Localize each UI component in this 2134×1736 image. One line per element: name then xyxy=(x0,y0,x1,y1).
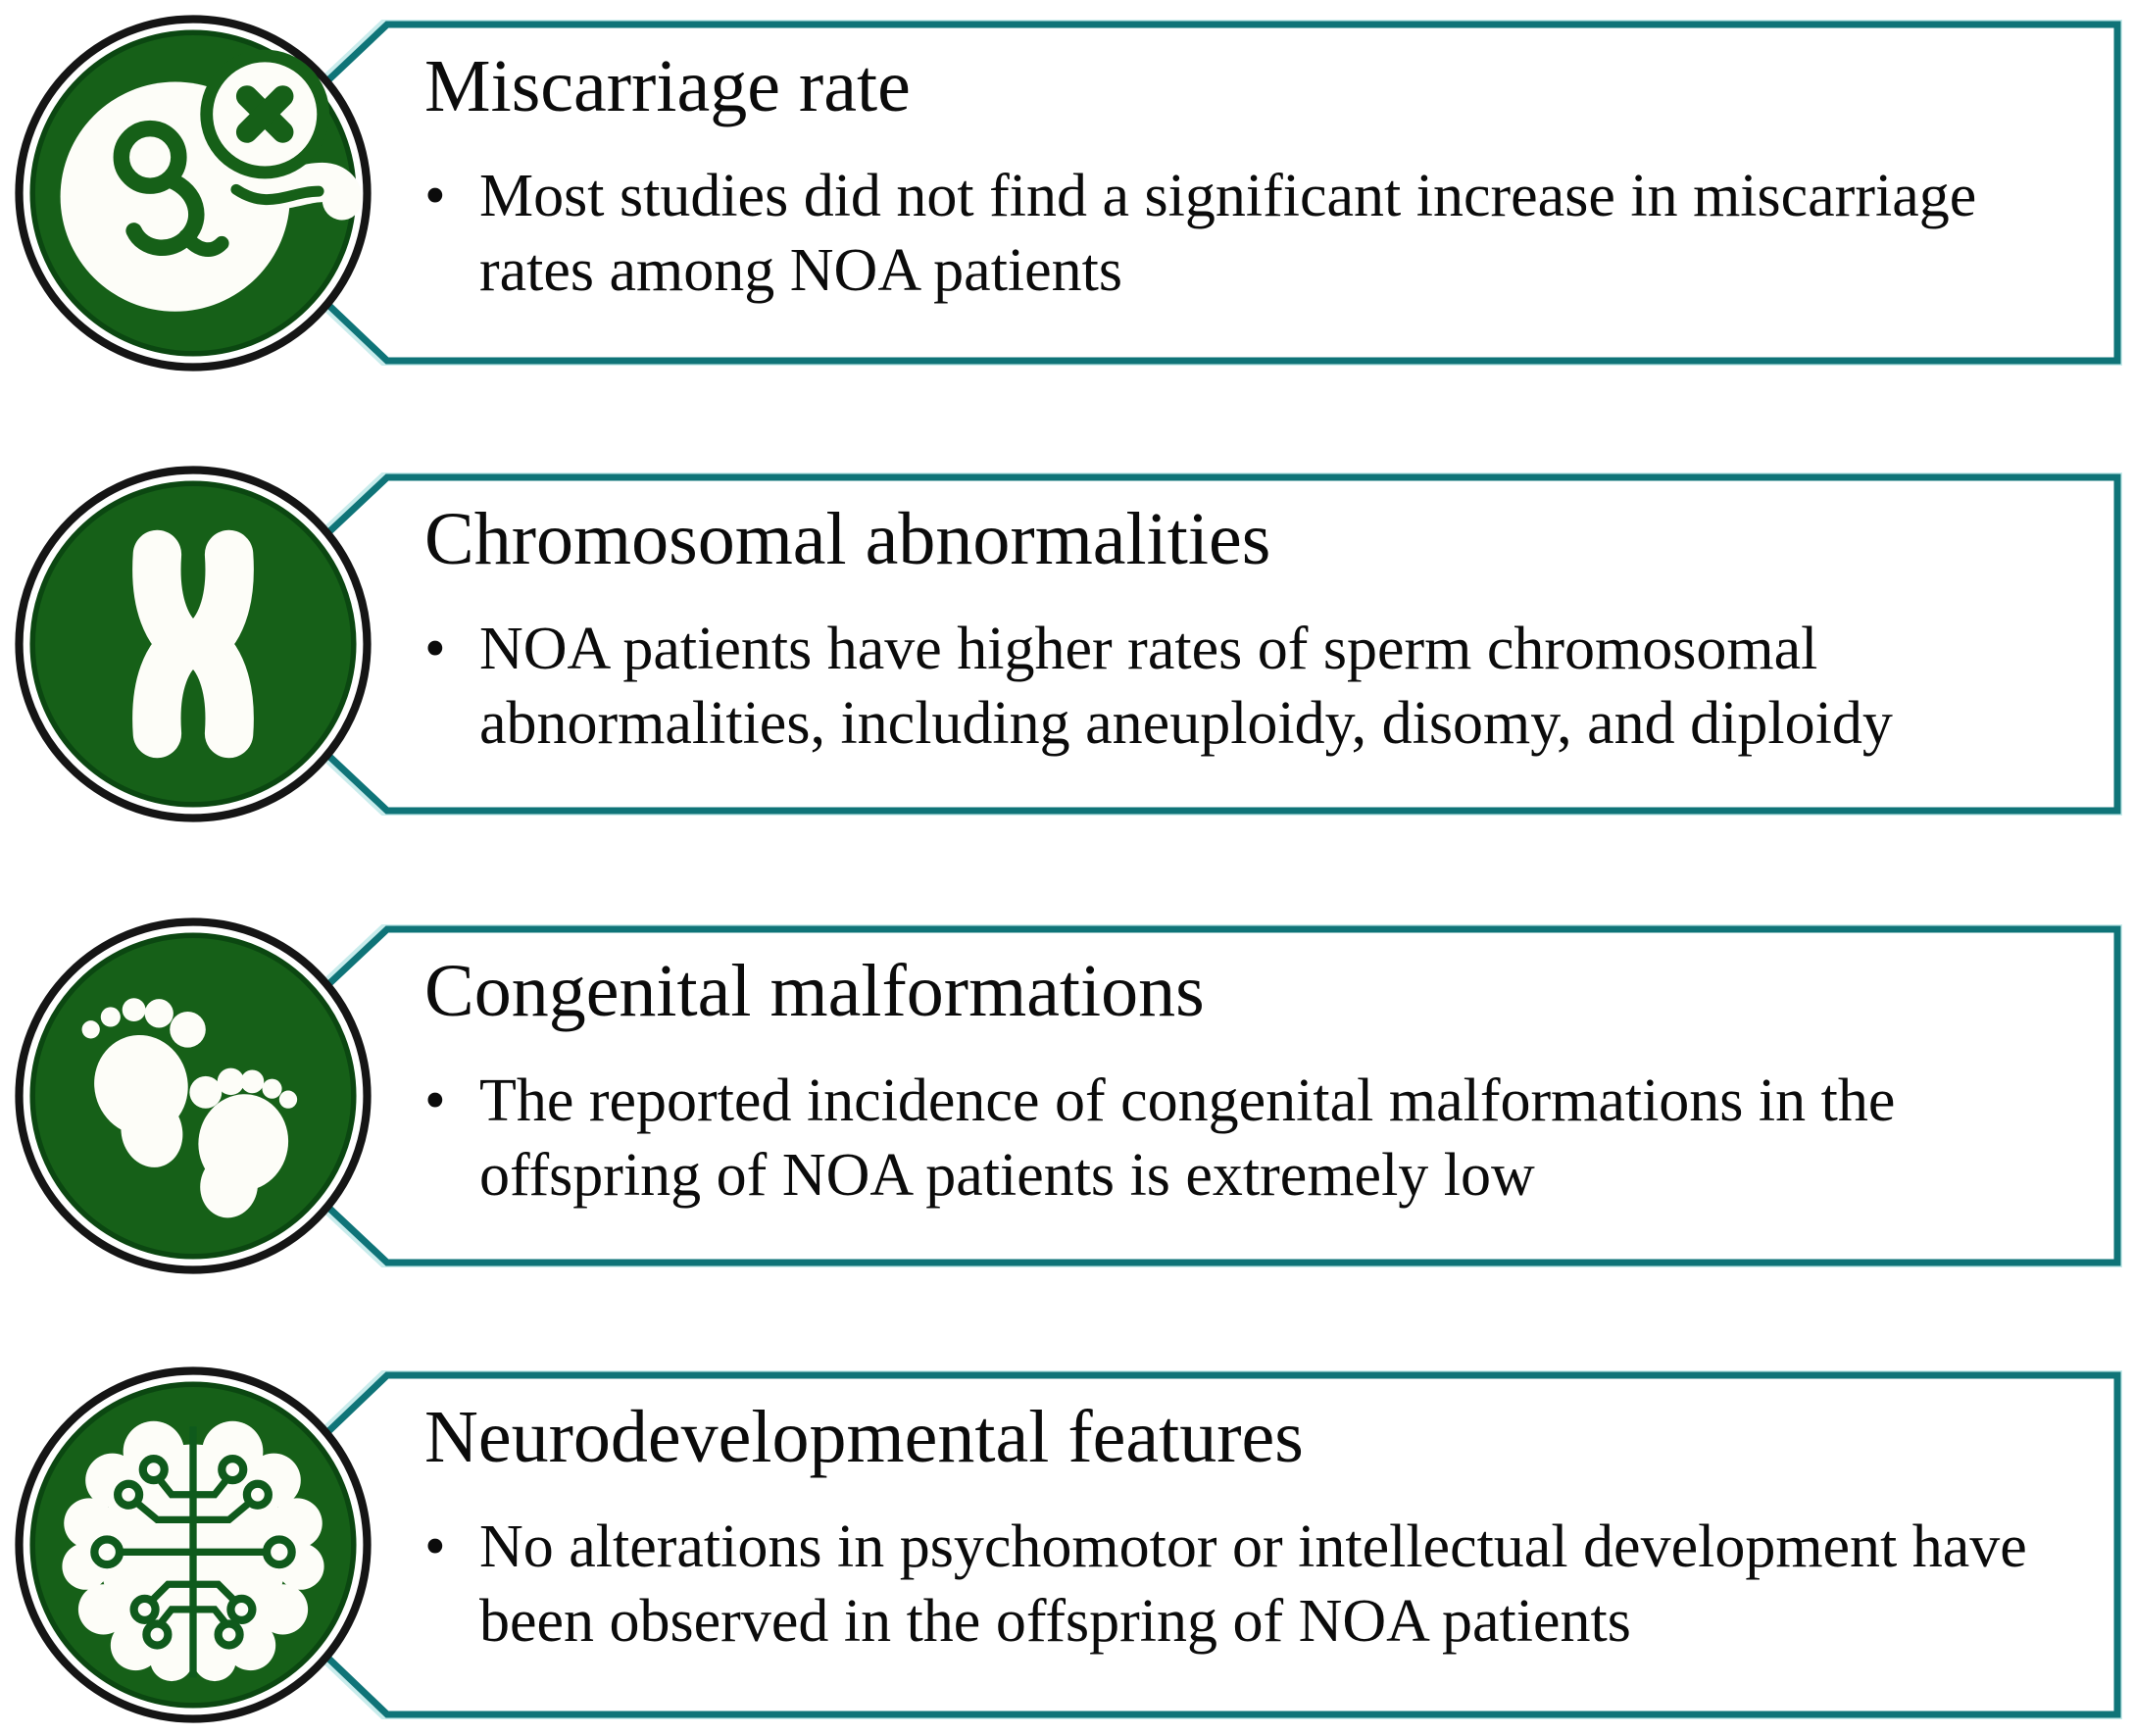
row-congenital-malformations: Congenital malformations • The reported … xyxy=(0,903,2134,1354)
banner-text: Congenital malformations • The reported … xyxy=(424,946,1895,1213)
section-title: Chromosomal abnormalities xyxy=(424,498,1271,580)
section-title: Neurodevelopmental features xyxy=(424,1396,1304,1478)
bullet-marker: • xyxy=(424,616,446,682)
row-chromosomal-abnormalities: Chromosomal abnormalities • NOA patients… xyxy=(0,451,2134,902)
brain-circuit-icon xyxy=(15,1366,372,1723)
baby-footprints-icon xyxy=(15,918,372,1274)
banner-shape xyxy=(199,924,2122,1267)
row-miscarriage-rate: Miscarriage rate • Most studies did not … xyxy=(0,0,2134,451)
bullet-text: No alterations in psychomotor or intelle… xyxy=(479,1513,2027,1655)
section-title: Miscarriage rate xyxy=(424,45,911,127)
bullet-text: Most studies did not find a significant … xyxy=(479,163,1977,304)
banner-text: Miscarriage rate • Most studies did not … xyxy=(424,41,1976,308)
bullet-marker: • xyxy=(424,1513,446,1580)
bullet-item: • The reported incidence of congenital m… xyxy=(424,1064,1895,1213)
bullet-marker: • xyxy=(424,1067,446,1134)
banner-text: Neurodevelopmental features • No alterat… xyxy=(424,1392,2027,1659)
section-title: Congenital malformations xyxy=(424,950,1205,1032)
bullet-item: • NOA patients have higher rates of sper… xyxy=(424,612,1893,761)
bullet-item: • No alterations in psychomotor or intel… xyxy=(424,1510,2027,1659)
fetus-miscarriage-icon xyxy=(15,15,372,372)
banner-shape xyxy=(199,1370,2122,1719)
chromosome-icon xyxy=(15,466,372,822)
bullet-item: • Most studies did not find a significan… xyxy=(424,159,1976,308)
bullet-text: The reported incidence of congenital mal… xyxy=(479,1067,1896,1209)
bullet-text: NOA patients have higher rates of sperm … xyxy=(479,616,1893,757)
banner-shape xyxy=(199,472,2122,816)
row-neurodevelopmental-features: Neurodevelopmental features • No alterat… xyxy=(0,1349,2134,1736)
bullet-marker: • xyxy=(424,163,446,229)
banner-shape xyxy=(199,20,2122,366)
banner-text: Chromosomal abnormalities • NOA patients… xyxy=(424,494,1893,761)
